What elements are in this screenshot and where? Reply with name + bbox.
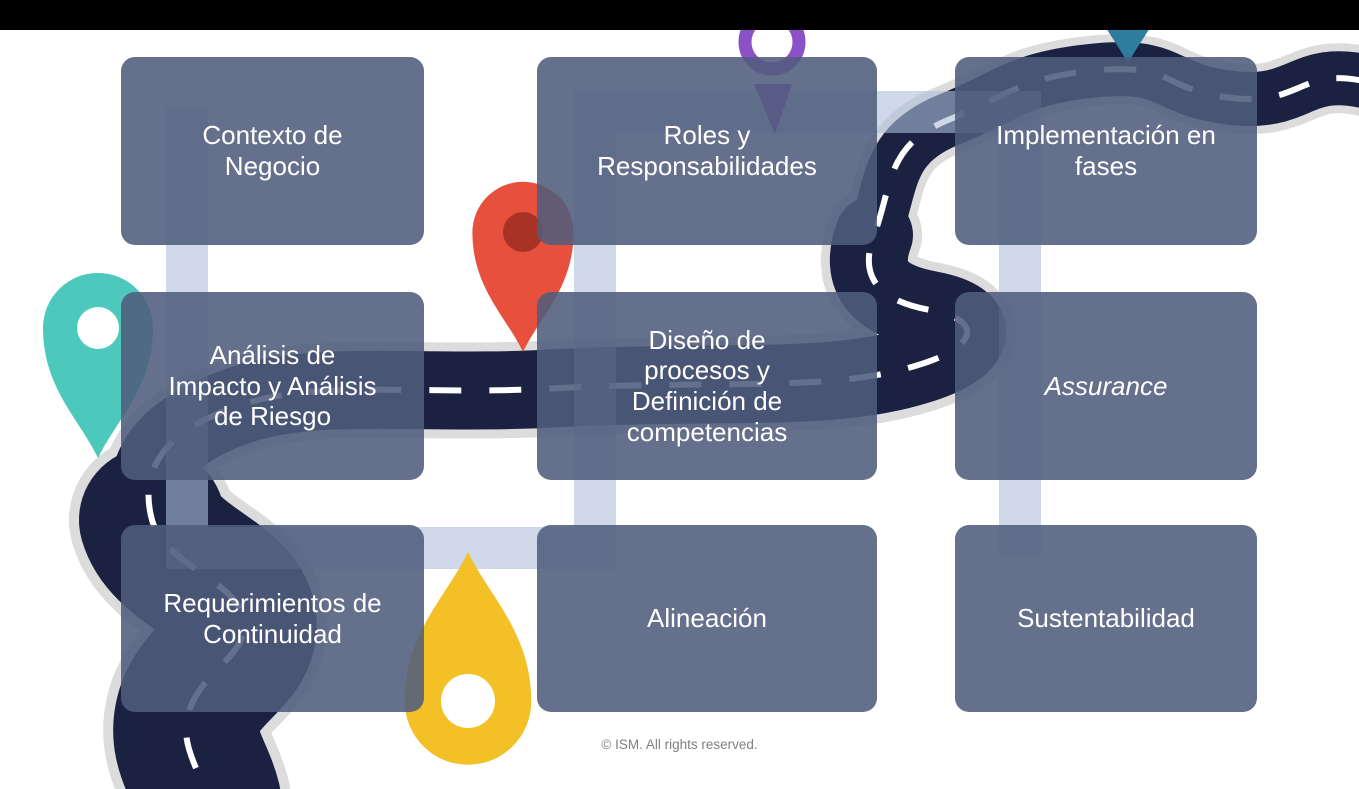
box-label: Análisis de Impacto y Análisis de Riesgo [168,339,377,432]
box-requerimientos-de-continuidad: Requerimientos de Continuidad [121,525,424,712]
box-label: Contexto de Negocio [202,120,343,181]
top-bar [0,0,1359,30]
box-alineacion: Alineación [537,525,877,712]
box-diseno-procesos-competencias: Diseño de procesos y Definición de compe… [537,292,877,480]
box-label: Sustentabilidad [1017,603,1195,634]
copyright-text: © ISM. All rights reserved. [601,737,758,752]
box-label: Requerimientos de Continuidad [163,587,382,649]
teal-map-pin-icon [42,272,153,458]
box-contexto-de-negocio: Contexto de Negocio [121,57,424,245]
box-roles-y-responsabilidades: Roles y Responsabilidades [537,57,877,245]
box-label: Diseño de procesos y Definición de compe… [626,324,788,447]
box-label: Roles y Responsabilidades [597,120,817,181]
box-label: Implementación en fases [996,120,1216,181]
box-implementacion-en-fases: Implementación en fases [955,57,1257,245]
red-map-pin-icon [472,181,574,352]
box-sustentabilidad: Sustentabilidad [955,525,1257,712]
box-assurance: Assurance [955,292,1257,480]
yellow-map-pin-icon [404,552,532,765]
box-analisis-impacto-riesgo: Análisis de Impacto y Análisis de Riesgo [121,292,424,480]
box-label: Alineación [647,603,767,634]
box-label: Assurance [1044,370,1168,401]
